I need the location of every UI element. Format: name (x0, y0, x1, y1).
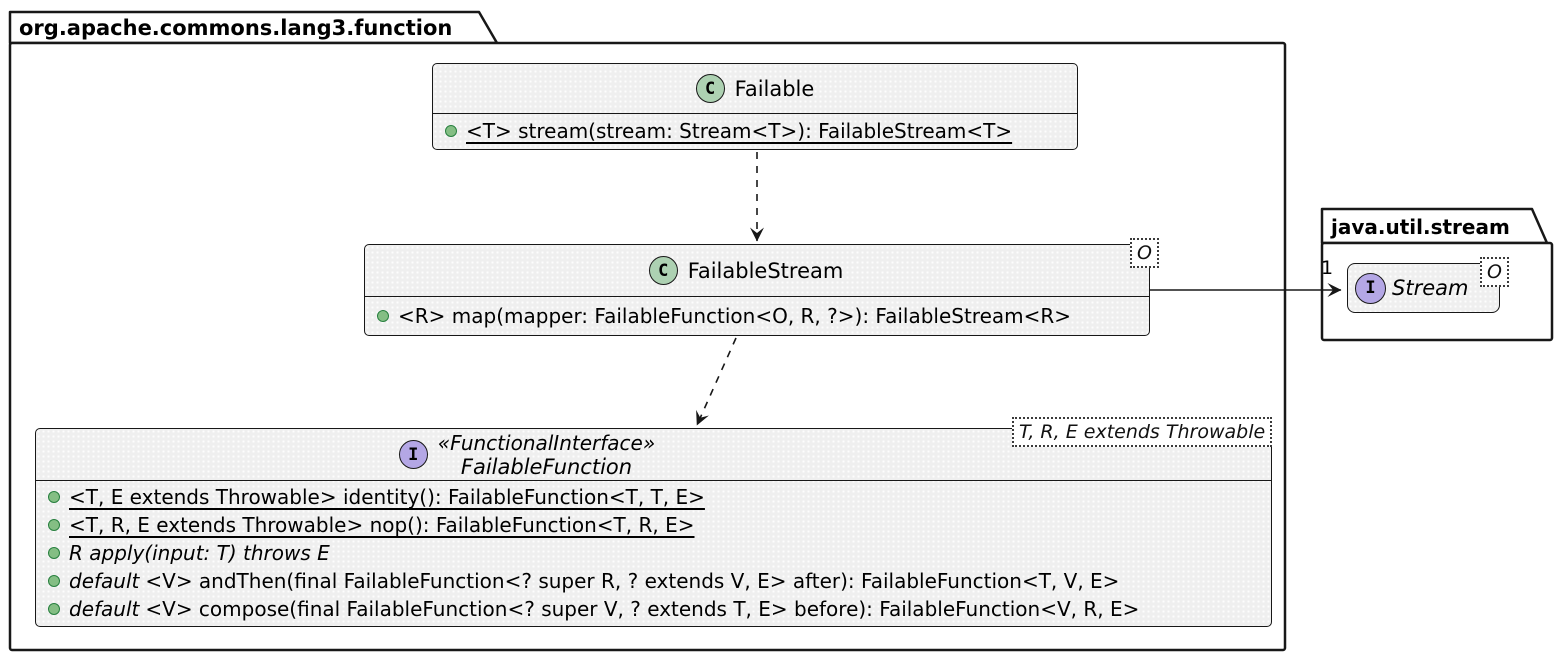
interface-icon: I (398, 440, 428, 469)
class-box-failable: C Failable <T> stream(stream: Stream<T>)… (432, 63, 1078, 150)
package-title-java-util-stream: java.util.stream (1331, 215, 1510, 239)
generic-tag-failablestream: O (1130, 238, 1159, 268)
method-row-nop: <T, R, E extends Throwable> nop(): Faila… (36, 513, 1265, 537)
interface-name-stream: Stream (1392, 276, 1469, 300)
public-method-icon (377, 309, 389, 322)
method-row-andthen: default<V> andThen(final FailableFunctio… (36, 569, 1265, 593)
generic-tag-stream: O (1480, 257, 1509, 287)
class-header-failablestream: C FailableStream (365, 245, 1149, 296)
default-keyword: default (69, 597, 140, 621)
method-row-stream: <T> stream(stream: Stream<T>): FailableS… (433, 119, 1071, 143)
interface-title-block: «FunctionalInterface» FailableFunction (438, 431, 655, 479)
interface-header-failablefunction: I «FunctionalInterface» FailableFunction (36, 429, 1271, 480)
interface-icon: I (1355, 272, 1386, 304)
method-signature: <V> andThen(final FailableFunction<? sup… (145, 569, 1120, 593)
stereotype-label: «FunctionalInterface» (437, 430, 656, 455)
public-method-icon (48, 519, 60, 531)
class-box-failablestream: C FailableStream <R> map(mapper: Failabl… (364, 244, 1150, 336)
class-name-failablestream: FailableStream (687, 258, 844, 283)
interface-box-stream: I Stream (1347, 263, 1500, 313)
interface-name-failablefunction: FailableFunction (460, 454, 633, 479)
interface-box-failablefunction: I «FunctionalInterface» FailableFunction… (35, 428, 1272, 627)
multiplicity-label: 1 (1321, 257, 1334, 279)
public-method-icon (445, 125, 457, 137)
method-signature: <T, R, E extends Throwable> nop(): Faila… (69, 513, 695, 537)
member-list-failable: <T> stream(stream: Stream<T>): FailableS… (433, 113, 1077, 148)
member-list-failablefunction: <T, E extends Throwable> identity(): Fai… (36, 480, 1271, 625)
method-signature: <T, E extends Throwable> identity(): Fai… (69, 485, 705, 509)
method-row-compose: default<V> compose(final FailableFunctio… (36, 597, 1265, 621)
class-icon: C (695, 74, 725, 103)
method-row-apply: R apply(input: T) throws E (36, 541, 1265, 565)
member-list-failablestream: <R> map(mapper: FailableFunction<O, R, ?… (365, 296, 1149, 334)
generic-tag-failablefunction: T, R, E extends Throwable (1012, 417, 1273, 447)
method-row-map: <R> map(mapper: FailableFunction<O, R, ?… (365, 304, 1143, 328)
class-icon: C (648, 256, 678, 285)
class-header-failable: C Failable (433, 64, 1077, 113)
method-signature: R apply(input: T) throws E (69, 541, 330, 565)
method-signature: <T> stream(stream: Stream<T>): FailableS… (466, 119, 1013, 143)
public-method-icon (48, 603, 60, 615)
method-signature: <V> compose(final FailableFunction<? sup… (145, 597, 1140, 621)
package-title-lang3-function: org.apache.commons.lang3.function (19, 16, 453, 40)
default-keyword: default (69, 569, 140, 593)
public-method-icon (48, 491, 60, 503)
class-name-failable: Failable (734, 76, 815, 101)
public-method-icon (48, 547, 60, 559)
public-method-icon (48, 575, 60, 587)
method-row-identity: <T, E extends Throwable> identity(): Fai… (36, 485, 1265, 509)
method-signature: <R> map(mapper: FailableFunction<O, R, ?… (398, 303, 1072, 328)
